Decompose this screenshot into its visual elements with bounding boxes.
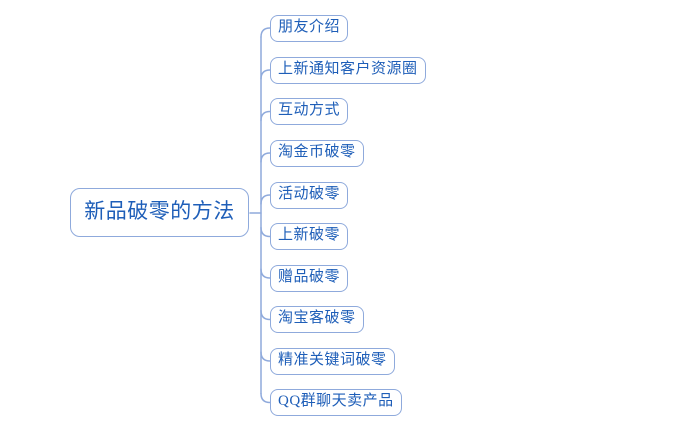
mindmap-node-newarrival-breakzero[interactable]: 上新破零	[270, 223, 349, 250]
mindmap-node-taobaoke-breakzero[interactable]: 淘宝客破零	[270, 306, 364, 333]
connector-elbow	[260, 152, 271, 163]
mindmap-node-friend-introduction[interactable]: 朋友介绍	[270, 14, 349, 42]
mindmap-node-interaction-method[interactable]: 互动方式	[270, 98, 349, 125]
mindmap-root-node[interactable]: 新品破零的方法	[70, 188, 249, 237]
mindmap-node-qq-group-chat-sell[interactable]: QQ群聊天卖产品	[270, 389, 402, 416]
connector-elbow	[260, 351, 271, 362]
mindmap-node-precise-keyword-breakzero[interactable]: 精准关键词破零	[270, 347, 395, 375]
mindmap-node-new-arrival-notify-customers[interactable]: 上新通知客户资源圈	[270, 56, 426, 84]
connector-elbow	[260, 194, 271, 205]
mindmap-node-taojinbi-breakzero[interactable]: 淘金币破零	[270, 139, 364, 167]
connector-elbow	[260, 110, 271, 122]
connector-elbow	[260, 226, 271, 238]
mindmap-node-gift-breakzero[interactable]: 赠品破零	[270, 264, 349, 292]
connector-elbow	[260, 69, 271, 80]
connector-elbow	[260, 309, 271, 321]
connector-elbow	[260, 27, 271, 38]
connector-elbow	[260, 268, 271, 279]
mindmap-node-activity-breakzero[interactable]: 活动破零	[270, 181, 349, 209]
connector-elbow	[260, 392, 271, 404]
